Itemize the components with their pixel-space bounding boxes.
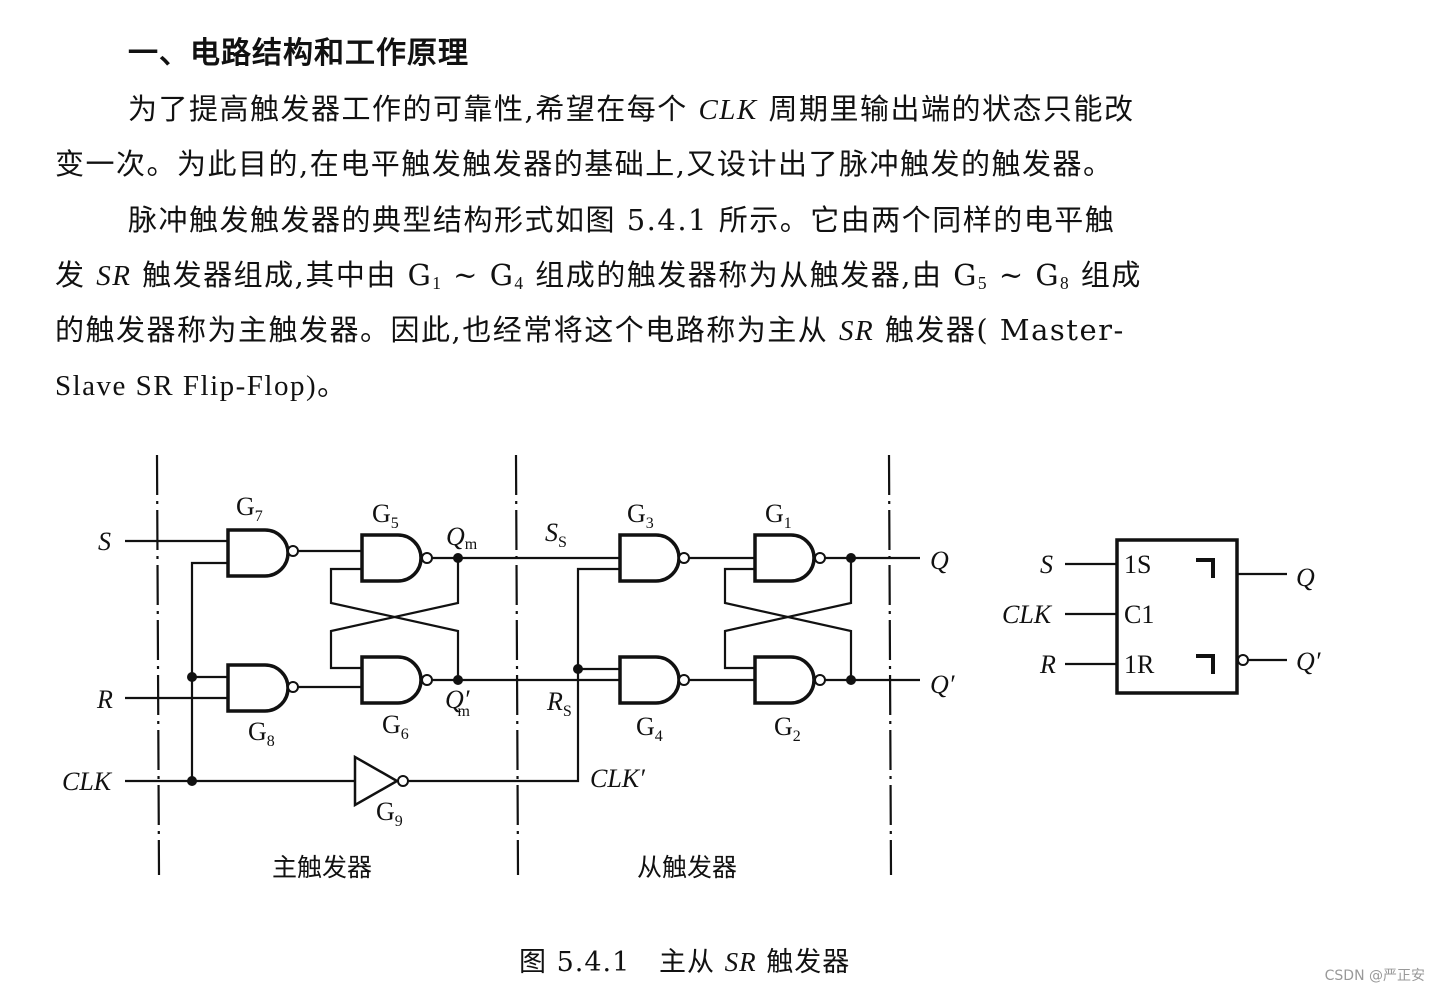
- paragraph-2-line-1: 脉冲触发触发器的典型结构形式如图 5.4.1 所示。它由两个同样的电平触: [128, 203, 1116, 237]
- divider-middle: [514, 454, 520, 876]
- nand-gate-g7: [226, 528, 290, 578]
- subscript: 5: [977, 273, 989, 293]
- text-span: 触发器组成,其中由 G: [131, 258, 433, 292]
- divider-right: [887, 454, 893, 876]
- figure-caption: 图 5.4.1 主从 SR 触发器: [519, 940, 850, 979]
- caption-number: 图 5.4.1: [519, 947, 631, 978]
- inverter-bubble: [421, 552, 433, 564]
- label-g6: G6: [382, 710, 409, 743]
- label-master-section: 主触发器: [272, 853, 372, 882]
- label-slave-section: 从触发器: [637, 853, 737, 882]
- text-span: 触发器( Master-: [874, 313, 1125, 347]
- inverter-bubble: [678, 674, 690, 686]
- symbol-label-clk: CLK: [1002, 600, 1053, 629]
- label-qm-prime: Q′m: [445, 685, 470, 720]
- nand-gate-g4: [618, 655, 681, 705]
- label-g8: G8: [248, 717, 275, 750]
- label-r-input: R: [96, 685, 113, 714]
- sr-term: SR: [96, 260, 132, 292]
- clk-term: CLK: [698, 94, 758, 126]
- flipflop-symbol-box: [1115, 538, 1239, 695]
- nand-gate-g3: [618, 533, 681, 583]
- junction-dot: [187, 672, 197, 682]
- junction-dot: [187, 776, 197, 786]
- label-g7: G7: [236, 492, 263, 525]
- label-rs: RS: [546, 687, 572, 720]
- nand-gate-g2: [753, 655, 816, 705]
- wire-cross-g1-to-g2: [723, 558, 853, 670]
- inverter-bubble: [287, 681, 299, 693]
- symbol-label-q: Q: [1296, 563, 1315, 592]
- label-q-output: Q: [930, 546, 949, 575]
- inverter-bubble: [397, 775, 409, 787]
- paragraph-2-line-3: 的触发器称为主触发器。因此,也经常将这个电路称为主从 SR 触发器( Maste…: [55, 307, 1125, 349]
- section-heading: 一、电路结构和工作原理: [128, 36, 469, 71]
- label-g1: G1: [765, 499, 792, 532]
- text-span: 发: [55, 258, 97, 292]
- label-qm: Qm: [446, 522, 478, 553]
- divider-left: [155, 454, 161, 876]
- caption-text: 触发器: [756, 947, 851, 978]
- symbol-label-r: R: [1039, 650, 1056, 679]
- label-g4: G4: [636, 712, 663, 745]
- inverter-bubble: [678, 552, 690, 564]
- symbol-pin-1r: 1R: [1124, 650, 1155, 679]
- inverter-bubble: [1237, 654, 1249, 666]
- wire-cross-g6-to-g5: [329, 567, 460, 680]
- paragraph-1-line-2: 变一次。为此目的,在电平触发触发器的基础上,又设计出了脉冲触发的触发器。: [55, 147, 1114, 181]
- nand-gate-g6: [360, 655, 423, 705]
- nand-gate-g1: [753, 533, 816, 583]
- inverter-bubble: [814, 552, 826, 564]
- wire-clk-prime: [408, 567, 620, 783]
- wire-cross-g5-to-g6: [329, 558, 460, 670]
- text-span: ~ G: [988, 258, 1061, 292]
- label-g3: G3: [627, 499, 654, 532]
- label-g9: G9: [376, 797, 403, 830]
- inverter-bubble: [287, 545, 299, 557]
- caption-sr-term: SR: [724, 947, 757, 977]
- paragraph-2-line-4: Slave SR Flip-Flop)。: [55, 370, 348, 402]
- nand-gate-g5: [360, 533, 423, 583]
- label-s-input: S: [98, 527, 111, 556]
- symbol-label-s: S: [1040, 550, 1053, 579]
- text-span: 组成: [1070, 258, 1142, 292]
- inverter-bubble: [421, 674, 433, 686]
- paragraph-2-line-2: 发 SR 触发器组成,其中由 G1 ~ G4 组成的触发器称为从触发器,由 G5…: [55, 252, 1142, 294]
- postponed-output-icon: [1196, 558, 1215, 578]
- wire-cross-g2-to-g1: [723, 567, 853, 680]
- label-g2: G2: [774, 712, 801, 745]
- label-clk-input: CLK: [62, 767, 113, 796]
- nand-gate-g8: [226, 663, 290, 713]
- symbol-label-q-prime: Q′: [1296, 647, 1321, 676]
- watermark: CSDN @严正安: [1324, 968, 1425, 984]
- paragraph-1-line-1: 为了提高触发器工作的可靠性,希望在每个 CLK 周期里输出端的状态只能改: [128, 86, 1135, 128]
- caption-text: 主从: [659, 947, 725, 978]
- label-q-prime-output: Q′: [930, 670, 955, 699]
- label-ss: SS: [545, 518, 567, 551]
- sr-term: SR: [838, 315, 875, 347]
- text-span: 的触发器称为主触发器。因此,也经常将这个电路称为主从: [55, 313, 839, 347]
- subscript: 4: [514, 273, 525, 293]
- text-span: ~ G: [442, 258, 515, 292]
- junction-dot: [573, 664, 583, 674]
- subscript: 1: [432, 273, 443, 293]
- text-span: 周期里输出端的状态只能改: [757, 92, 1135, 126]
- inverter-bubble: [814, 674, 826, 686]
- label-g5: G5: [372, 499, 399, 532]
- symbol-pin-c1: C1: [1124, 600, 1154, 629]
- wire-clk-bus: [190, 561, 228, 781]
- inverter-gate-g9: [353, 754, 400, 808]
- postponed-output-icon: [1196, 654, 1215, 674]
- text-span: 为了提高触发器工作的可靠性,希望在每个: [128, 92, 699, 126]
- text-span: 组成的触发器称为从触发器,由 G: [524, 258, 978, 292]
- label-clk-prime: CLK′: [590, 764, 645, 793]
- subscript: 8: [1060, 273, 1071, 293]
- symbol-pin-1s: 1S: [1124, 550, 1151, 579]
